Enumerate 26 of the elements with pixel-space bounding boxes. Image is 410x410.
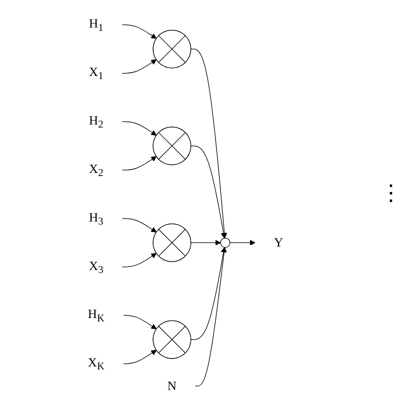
arrow xyxy=(121,156,156,170)
arrow xyxy=(121,218,156,232)
arrow xyxy=(121,24,156,39)
node-text: X$_{2}$ xyxy=(88,162,103,179)
arrow xyxy=(229,240,255,246)
arrow xyxy=(122,315,156,330)
arrow xyxy=(122,350,156,364)
arrow xyxy=(121,253,156,268)
node-text: N xyxy=(166,379,176,394)
arrow xyxy=(121,121,156,136)
node-text: X$_{1}$ xyxy=(88,65,103,82)
arrow xyxy=(190,240,220,246)
ellipsis-dots: ⋮ xyxy=(380,180,402,205)
node-text: H$_{2}$ xyxy=(88,114,103,130)
arrow xyxy=(190,48,227,238)
node-text: X$_{K}$ xyxy=(87,356,104,372)
arrow xyxy=(190,247,226,340)
node-text: X$_{3}$ xyxy=(88,259,103,276)
node-text: H$_{K}$ xyxy=(87,307,104,324)
arrow xyxy=(194,247,226,386)
node-text: H$_{1}$ xyxy=(88,16,103,34)
node-text: Y xyxy=(274,236,283,250)
node-text: H$_{3}$ xyxy=(88,210,103,227)
node-circle xyxy=(220,238,230,248)
arrow xyxy=(190,146,226,238)
arrow xyxy=(121,59,156,74)
